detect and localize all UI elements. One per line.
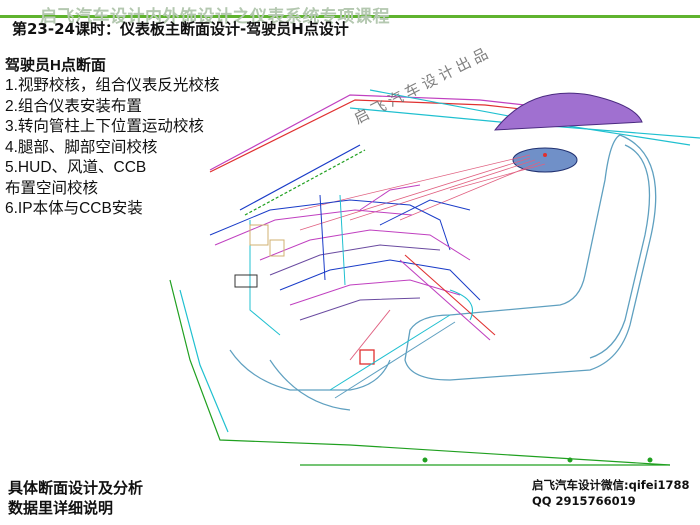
qq-contact: QQ 2915766019 (532, 494, 636, 508)
content-heading: 驾驶员H点断面 (5, 57, 106, 74)
footer-note: 具体断面设计及分析 数据里详细说明 (8, 478, 143, 518)
list-item: 4.腿部、脚部空间校核 (5, 138, 158, 156)
leg-lines (329, 309, 456, 399)
list-item: 布置空间校核 (5, 179, 99, 197)
list-item: 3.转向管柱上下位置运动校核 (5, 118, 204, 135)
floor-lines (169, 279, 671, 466)
instrument-panel-cluster (209, 184, 481, 365)
list-item: 2.组合仪表安装布置 (5, 97, 142, 115)
footer-note-line: 数据里详细说明 (8, 499, 114, 517)
floor-markers (300, 457, 670, 466)
wechat-contact: 启飞汽车设计微信:qifei1788 (532, 478, 690, 492)
lesson-title: 第23-24课时：仪表板主断面设计-驾驶员H点设计 (12, 20, 349, 38)
steering-column (399, 254, 496, 341)
sight-lines (299, 154, 546, 231)
footer-note-line: 具体断面设计及分析 (8, 479, 144, 497)
content-list: 驾驶员H点断面 1.视野校核，组合仪表反光校核 2.组合仪表安装布置 3.转向管… (5, 54, 219, 220)
course-title: 启飞汽车设计内外饰设计之仪表系统专项课程 (40, 7, 390, 27)
seat-outline (404, 134, 657, 381)
list-item: 1.视野校核，组合仪表反光校核 (5, 77, 220, 94)
contact-info: 启飞汽车设计微信:qifei1788 QQ 2915766019 (532, 477, 690, 509)
list-item: 6.IP本体与CCB安装 (5, 200, 143, 217)
header-divider (0, 15, 700, 18)
eye-ellipse-group (493, 92, 643, 173)
cad-section-drawing (169, 89, 700, 466)
list-item: 5.HUD、风道、CCB (5, 159, 147, 176)
